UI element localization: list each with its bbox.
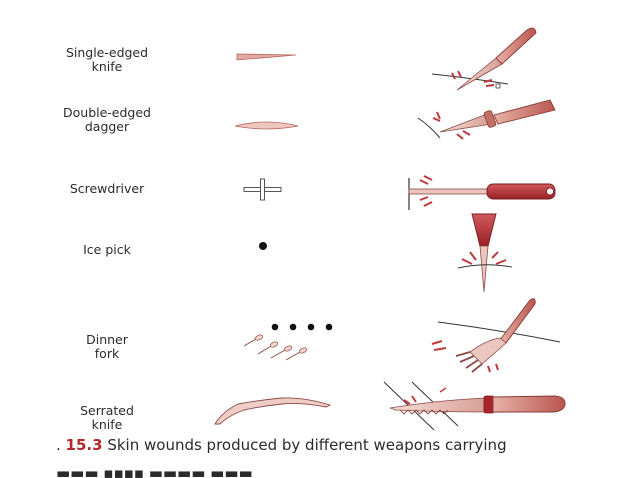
serrated-knife-illustration [383,381,566,431]
label-dinner-fork: Dinner fork [86,332,128,361]
fork-wounds [243,323,333,361]
single-edged-wound [236,53,297,61]
screwdriver-wound [243,178,282,201]
label-double-edged-dagger: Double-edged dagger [63,105,151,134]
caption-bullet: . [56,436,66,454]
ice-pick-illustration [457,213,513,293]
ice-pick-wound [259,242,267,250]
dinner-fork-illustration [431,298,561,373]
figure-number: 15.3 [65,436,103,454]
label-screwdriver: Screwdriver [69,181,145,196]
illustrations [214,27,566,431]
double-edged-wound [234,121,299,130]
label-single-edged-knife: Single-edged knife [65,45,149,74]
label-ice-pick: Ice pick [83,242,131,257]
single-edged-knife-illustration [431,27,537,91]
caption-text: Skin wounds produced by different weapon… [107,436,507,454]
screwdriver-illustration [408,175,556,210]
serrated-wound [214,397,332,425]
caption-cutoff-line: ▬▬▬ ▪▪▪▪ ▬▬▬▬ ▬▬▬ [56,468,253,478]
double-edged-dagger-illustration [417,99,556,140]
figure-caption: . 15.3 Skin wounds produced by different… [56,436,636,454]
label-serrated-knife: Serrated knife [80,403,134,432]
